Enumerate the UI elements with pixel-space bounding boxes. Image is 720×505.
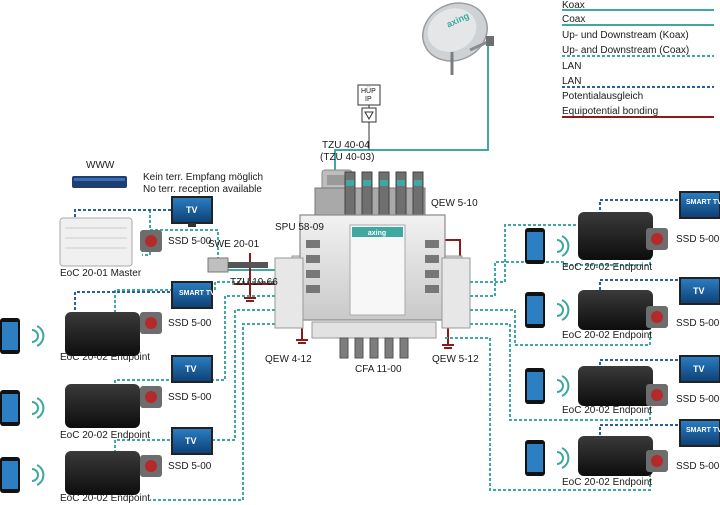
left-tv-label: SMART TV xyxy=(179,290,215,297)
www-label: WWW xyxy=(86,160,115,171)
right-endpoint-label: EoC 20-02 Endpoint xyxy=(562,330,653,341)
right-tv-label: SMART TV xyxy=(686,199,720,206)
left-tv-label: TV xyxy=(185,364,197,374)
right-ssd-label: SSD 5-00 xyxy=(676,394,720,405)
eoc-master-device xyxy=(59,217,133,267)
eoc-master-label: EoC 20-01 Master xyxy=(60,268,142,279)
left-endpoint-label: EoC 20-02 Endpoint xyxy=(60,430,151,441)
legend-lines xyxy=(562,9,714,118)
right-endpoint-label: EoC 20-02 Endpoint xyxy=(562,477,653,488)
left-tv-label: TV xyxy=(185,436,197,446)
right-tv-label: SMART TV xyxy=(686,427,720,434)
master-ssd-label: SSD 5-00 xyxy=(168,236,212,247)
right-ssd-label: SSD 5-00 xyxy=(676,461,720,472)
right-endpoints xyxy=(525,191,720,476)
multiswitch-spu-58-09: axing xyxy=(274,214,471,329)
tzu-40-03-label: (TZU 40-03) xyxy=(320,152,375,163)
tzu-19-66-label: TZU 19-66 xyxy=(230,277,278,288)
qew-5-10-label: QEW 5-10 xyxy=(431,198,478,209)
right-tv-label: TV xyxy=(693,364,705,374)
cfa-11-00-label: CFA 11-00 xyxy=(355,364,402,375)
cfa-11-00-connectors xyxy=(311,321,437,359)
left-endpoint-label: EoC 20-02 Endpoint xyxy=(60,493,151,504)
svg-text:axing: axing xyxy=(368,230,386,237)
master-tv xyxy=(140,196,213,252)
house-transfer-point xyxy=(357,84,381,150)
right-ssd-label: SSD 5-00 xyxy=(676,318,720,329)
tzu-40-04-label: TZU 40-04 xyxy=(322,140,370,151)
left-endpoints xyxy=(0,281,213,495)
right-ssd-label: SSD 5-00 xyxy=(676,234,720,245)
hup-label: HÜP xyxy=(361,88,376,95)
swe-20-01-splitter xyxy=(207,257,268,273)
router xyxy=(72,176,127,188)
legend-item: Coax xyxy=(562,14,586,25)
ground-symbols xyxy=(244,297,454,349)
left-ssd-label: SSD 5-00 xyxy=(168,392,212,403)
no-terr-de: Kein terr. Empfang möglich xyxy=(143,172,264,183)
legend-item: Up- and Downstream (Coax) xyxy=(562,45,690,56)
right-endpoint-label: EoC 20-02 Endpoint xyxy=(562,405,653,416)
qew-5-10-connectors xyxy=(314,171,426,217)
legend-item: Potentialausgleich xyxy=(562,91,644,102)
qew-4-12-label: QEW 4-12 xyxy=(265,354,312,365)
swe-20-01-label: SWE 20-01 xyxy=(208,239,260,250)
master-tv-label: TV xyxy=(186,205,198,215)
left-ssd-label: SSD 5-00 xyxy=(168,461,212,472)
left-endpoint-label: EoC 20-02 Endpoint xyxy=(60,352,151,363)
right-endpoint-label: EoC 20-02 Endpoint xyxy=(562,262,653,273)
legend-item: Equipotential bonding xyxy=(562,106,659,117)
left-ssd-label: SSD 5-00 xyxy=(168,318,212,329)
legend-item: Up- und Downstream (Koax) xyxy=(562,30,689,41)
legend-item: LAN xyxy=(562,61,582,72)
hup-ip-label: IP xyxy=(365,96,372,103)
spu-58-09-label: SPU 58-09 xyxy=(275,222,324,233)
qew-5-12-label: QEW 5-12 xyxy=(432,354,479,365)
legend-item: LAN xyxy=(562,76,582,87)
no-terr-en: No terr. reception available xyxy=(143,184,262,195)
legend-item: Koax xyxy=(562,0,585,11)
satellite-dish xyxy=(422,2,494,75)
right-tv-label: TV xyxy=(693,286,705,296)
